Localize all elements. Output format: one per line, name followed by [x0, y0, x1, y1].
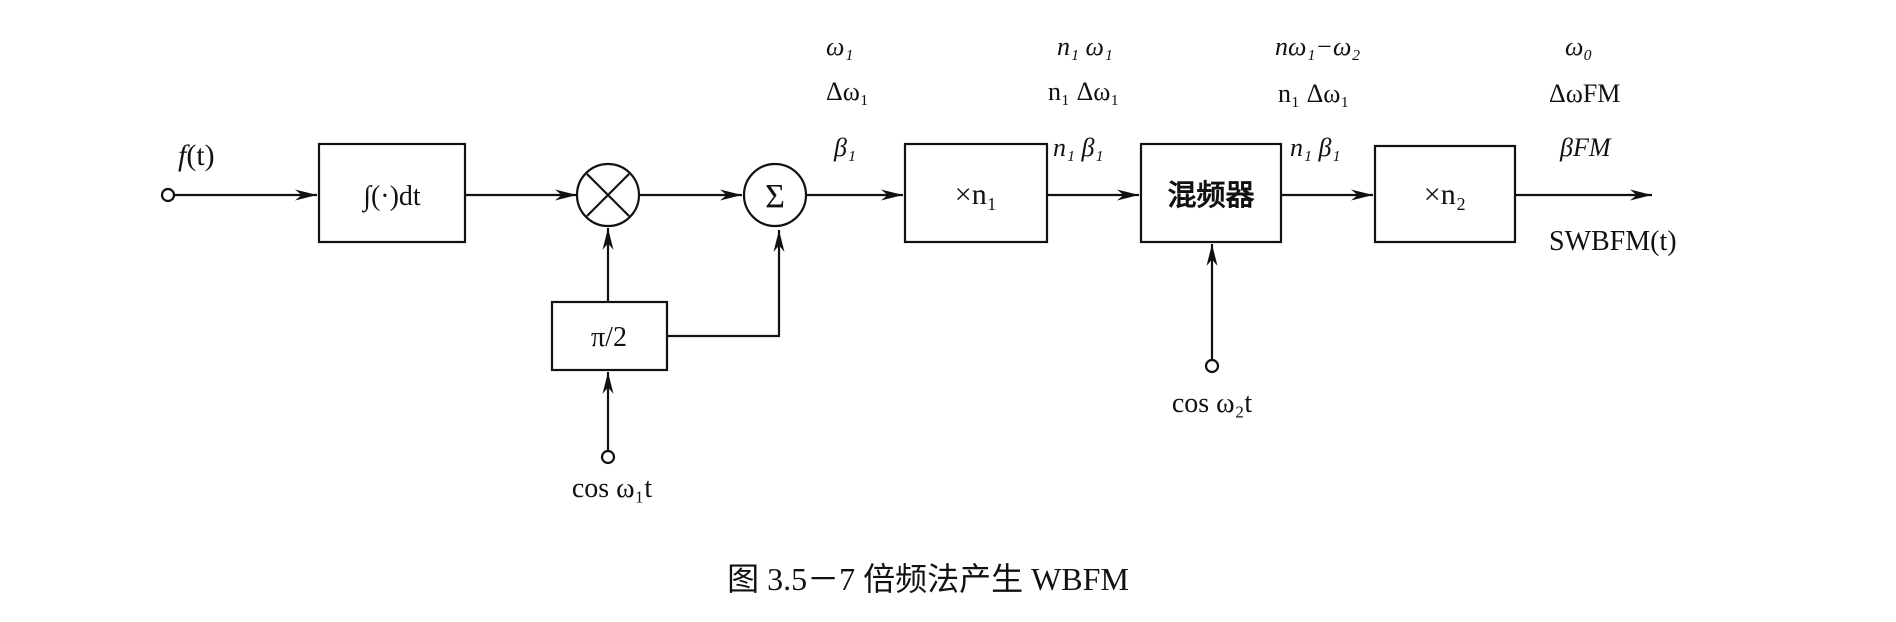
mixer-block [1139, 142, 1283, 244]
multiplier-cross-2 [586, 173, 630, 217]
param-after-n1-freq: n₁ ω₁ [1057, 32, 1113, 61]
param-output-dev: ΔωFM [1549, 79, 1620, 108]
param-after-mixer-dev: n₁ Δω₁ [1278, 79, 1349, 108]
carrier1-label: cos ω₁t [572, 473, 653, 504]
param-after-sum-freq: ω₁ [826, 32, 853, 61]
output-label: SWBFM(t) [1549, 226, 1677, 257]
param-output-freq: ω₀ [1565, 32, 1592, 61]
multiplier-n2-label: ×n₂ [1424, 178, 1466, 211]
param-after-n1-dev: n₁ Δω₁ [1048, 77, 1119, 106]
param-after-mixer-freq: nω₁−ω₂ [1275, 32, 1360, 61]
param-output-index: βFM [1559, 133, 1612, 162]
mixer-label: 混频器 [1167, 179, 1255, 212]
param-after-mixer-index: n₁ β₁ [1290, 133, 1341, 162]
param-after-sum-dev: Δω₁ [826, 77, 869, 106]
multiplier-n1-label: ×n₁ [955, 178, 997, 211]
phase-shift-label: π/2 [591, 322, 627, 353]
integrator-block [317, 142, 467, 244]
carrier2-terminal [1204, 358, 1220, 374]
input-label: f(t) [178, 139, 215, 172]
multiplier-n1-block [903, 142, 1049, 244]
carrier1-terminal [600, 449, 616, 465]
phase-to-adder-line [667, 230, 785, 338]
param-after-n1-index: n₁ β₁ [1053, 133, 1104, 162]
figure-caption: 图 3.5－7 倍频法产生 WBFM [727, 561, 1129, 597]
param-after-sum-index: β₁ [833, 133, 856, 162]
input-terminal [160, 187, 176, 203]
adder-symbol: Σ [765, 178, 785, 215]
integrator-label: ∫(·)dt [361, 181, 421, 213]
carrier2-label: cos ω₂t [1172, 388, 1253, 419]
